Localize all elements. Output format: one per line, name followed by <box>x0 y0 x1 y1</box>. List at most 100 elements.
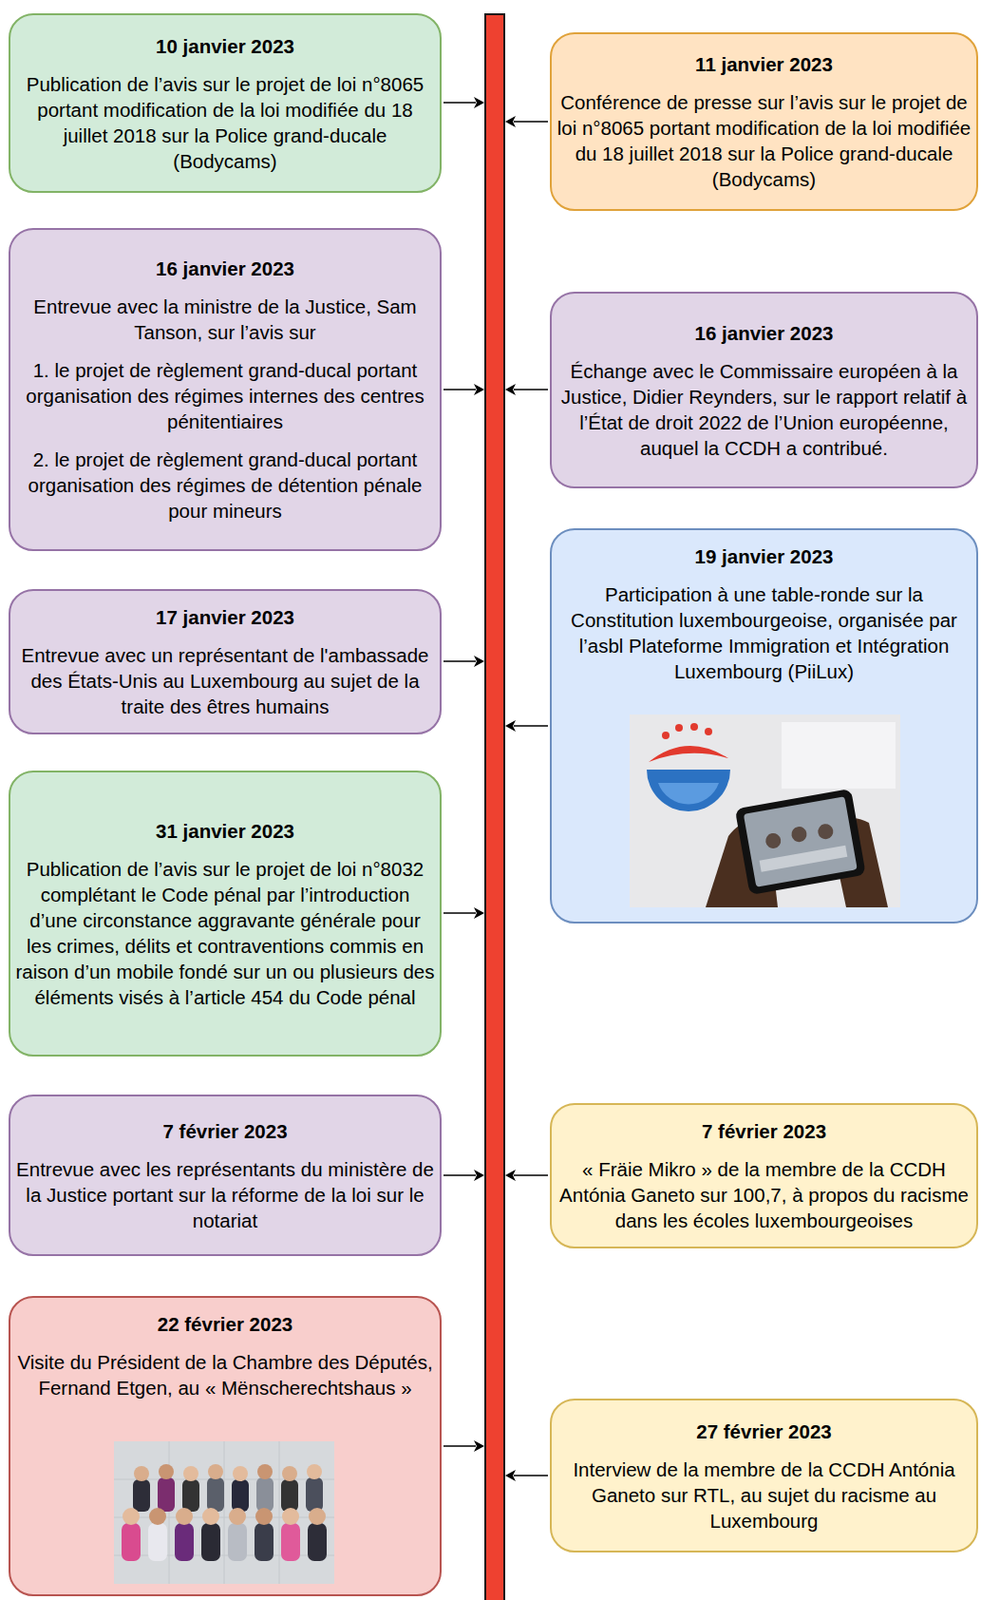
arrow-head <box>505 1469 516 1481</box>
event-date: 7 février 2023 <box>556 1117 972 1144</box>
event-date: 19 janvier 2023 <box>556 543 972 569</box>
person <box>174 1522 194 1561</box>
person-head <box>306 1463 322 1479</box>
event-date: 7 février 2023 <box>15 1117 435 1144</box>
event-description: Visite du Président de la Chambre des Dé… <box>15 1348 435 1400</box>
arrows-left <box>443 102 476 1446</box>
arrow-line <box>443 911 476 914</box>
event-date: 16 janvier 2023 <box>15 255 435 282</box>
event-box: 31 janvier 2023Publication de l’avis sur… <box>8 770 442 1057</box>
person-head <box>149 1507 167 1525</box>
logo-blue <box>646 769 731 812</box>
event-box: 7 février 2023 « Fräie Mikro » de la memb… <box>549 1102 979 1248</box>
logo-red <box>648 745 729 762</box>
event-description: Publication de l’avis sur le projet de l… <box>15 855 435 1010</box>
arrow-line <box>443 660 476 662</box>
event-date: 10 janvier 2023 <box>15 33 435 59</box>
event-date: 17 janvier 2023 <box>15 603 435 630</box>
event-description: « Fräie Mikro » de la membre de la CCDH … <box>556 1155 972 1233</box>
photo-ground <box>629 714 901 907</box>
arrow-head <box>505 115 516 128</box>
event-description: Entrevue avec les représentants du minis… <box>15 1155 435 1233</box>
phone-screen <box>743 795 858 887</box>
person-head <box>183 1465 199 1481</box>
arrow-line <box>513 1173 548 1176</box>
event-box: 10 janvier 2023Publication de l’avis sur… <box>8 13 442 193</box>
event-description: 2. le projet de règlement grand-ducal po… <box>15 446 435 524</box>
event-box: 27 février 2023Interview de la membre de… <box>549 1397 979 1552</box>
event-description: Publication de l’avis sur le projet de l… <box>15 71 435 174</box>
logo-dot <box>675 723 683 732</box>
logo-dot <box>704 727 713 736</box>
person <box>157 1476 175 1511</box>
arrowheads-right <box>505 115 516 1481</box>
arrow-head <box>473 1439 485 1452</box>
person-head <box>282 1465 298 1481</box>
people-back <box>132 1463 323 1511</box>
event-box: 16 janvier 2023Échange avec le Commissai… <box>549 291 979 489</box>
person-head <box>207 1463 224 1479</box>
arrow-head <box>473 1169 485 1181</box>
event-date: 16 janvier 2023 <box>556 320 972 346</box>
arrow-line <box>513 120 548 123</box>
phone <box>735 788 867 895</box>
arrow-line <box>443 388 476 391</box>
arrow-line <box>443 101 476 104</box>
screen-person <box>790 825 809 844</box>
event-box: 16 janvier 2023Entrevue avec la ministre… <box>8 227 442 551</box>
event-description: Entrevue avec la ministre de la Justice,… <box>15 293 435 345</box>
person-head <box>257 1463 273 1479</box>
floor-tiles <box>113 1440 335 1584</box>
event-date: 11 janvier 2023 <box>556 51 972 77</box>
arrow-line <box>443 1444 476 1447</box>
person <box>281 1522 301 1561</box>
logo-dot <box>690 722 699 731</box>
photo-group <box>113 1440 335 1584</box>
person <box>182 1478 200 1511</box>
logo-blue-light <box>658 782 719 805</box>
screen-person <box>816 822 835 841</box>
person <box>281 1478 299 1511</box>
arrow-line <box>513 388 548 391</box>
person <box>227 1522 247 1561</box>
screen-table <box>759 845 849 872</box>
arrow-head <box>505 1169 516 1181</box>
event-description: 1. le projet de règlement grand-ducal po… <box>15 357 435 434</box>
person-head <box>122 1507 140 1525</box>
event-description: Conférence de presse sur l’avis sur le p… <box>556 89 972 192</box>
tile-line <box>279 1440 281 1584</box>
event-description: Participation à une table-ronde sur la C… <box>556 581 972 684</box>
person-head <box>282 1507 300 1525</box>
banner <box>781 721 896 789</box>
people-front <box>121 1507 327 1561</box>
person <box>231 1478 249 1511</box>
tile-line <box>169 1440 170 1584</box>
person <box>148 1522 168 1561</box>
person-head <box>308 1507 326 1525</box>
person <box>121 1522 141 1561</box>
event-description: Échange avec le Commissaire européen à l… <box>556 358 972 461</box>
arrow-line <box>513 1473 548 1476</box>
arrow-head <box>473 96 485 109</box>
person <box>305 1476 323 1511</box>
person-head <box>202 1507 220 1525</box>
arrow-line <box>513 724 548 727</box>
person-head <box>255 1507 273 1525</box>
arrow-head <box>473 655 485 667</box>
arrow-head <box>473 383 485 396</box>
event-box: 17 janvier 2023Entrevue avec un représen… <box>8 588 442 735</box>
arrows-right <box>513 121 548 1475</box>
arrow-head <box>505 383 516 396</box>
photo-roundtable <box>629 714 901 907</box>
event-description: Entrevue avec un représentant de l'ambas… <box>15 641 435 719</box>
person <box>307 1522 327 1561</box>
arrow-line <box>443 1173 476 1176</box>
event-date: 22 février 2023 <box>15 1310 435 1337</box>
person <box>201 1522 221 1561</box>
event-date: 27 février 2023 <box>556 1417 972 1444</box>
logo-dot <box>661 731 670 739</box>
person <box>256 1476 274 1511</box>
event-date: 31 janvier 2023 <box>15 817 435 844</box>
timeline-bar <box>485 14 505 1600</box>
person-head <box>228 1507 246 1525</box>
